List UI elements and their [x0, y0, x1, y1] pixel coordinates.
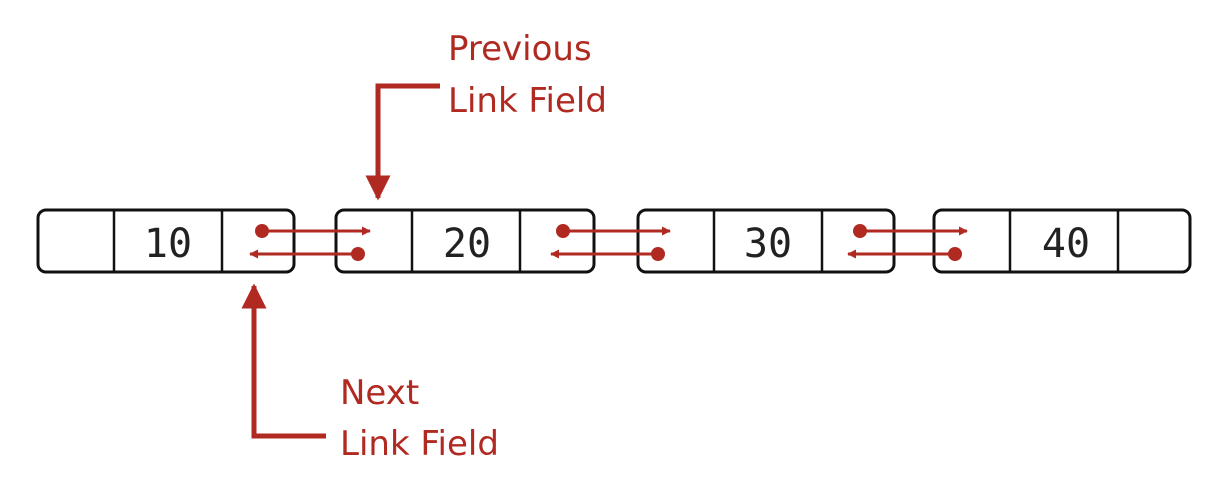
previous-callout-line2: Link Field: [448, 81, 607, 121]
node-box: [334, 208, 596, 274]
link-pair-2-3: [550, 224, 671, 261]
node-box: [636, 208, 896, 274]
node-2: 20: [334, 208, 596, 274]
previous-callout-line1: Previous: [448, 29, 592, 69]
node-3: 30: [636, 208, 896, 274]
node-value: 20: [443, 221, 491, 267]
node-box: [36, 208, 296, 274]
link-pair-1-2: [249, 224, 371, 261]
node-value: 40: [1042, 221, 1090, 267]
next-callout-line1: Next: [340, 373, 419, 413]
node-value: 30: [744, 221, 792, 267]
previous-callout-arrow: [365, 83, 440, 201]
node-value: 10: [144, 221, 192, 267]
next-callout-arrow: [241, 283, 326, 439]
node-1: 10: [36, 208, 296, 274]
next-link-callout: Next Link Field: [241, 283, 499, 464]
previous-link-callout: Previous Link Field: [365, 29, 607, 201]
link-pair-3-4: [847, 224, 968, 261]
node-box: [932, 208, 1192, 274]
node-4: 40: [932, 208, 1192, 274]
next-callout-line2: Link Field: [340, 424, 499, 464]
